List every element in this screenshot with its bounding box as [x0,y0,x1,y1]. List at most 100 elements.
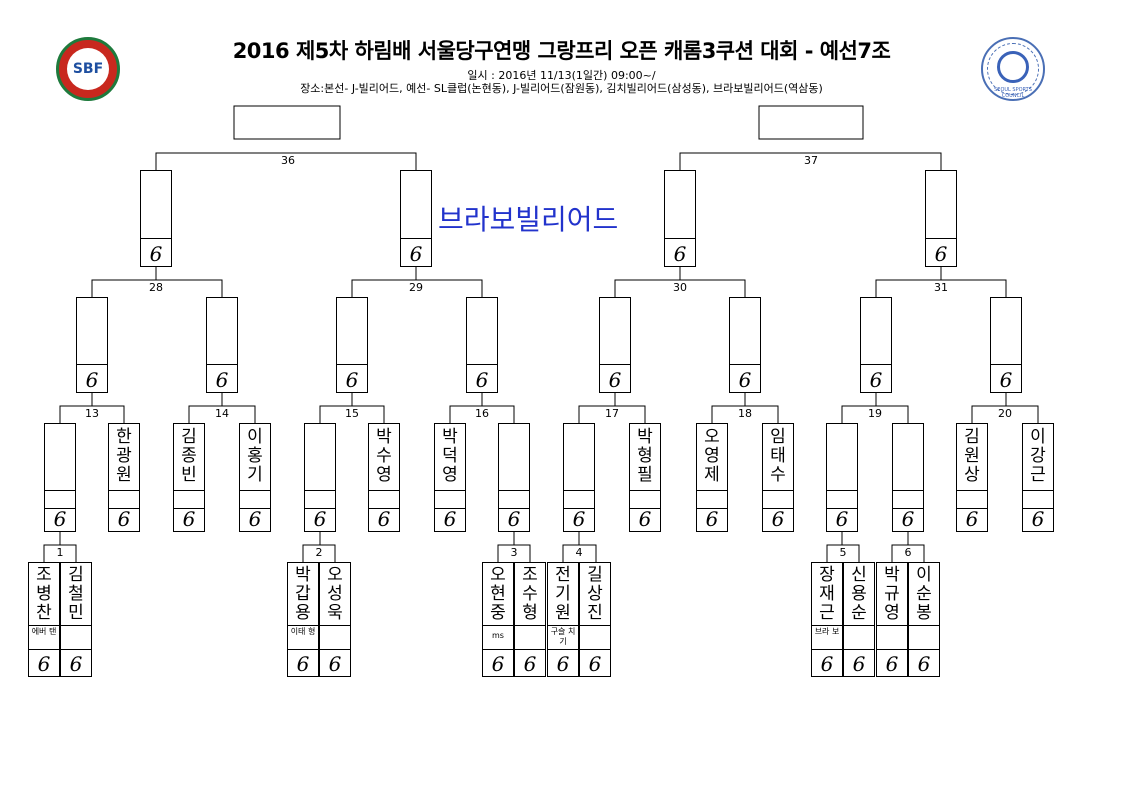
player-slot: 6 [990,297,1022,393]
score-cell: 6 [149,242,163,266]
match-number-1: 1 [56,546,64,559]
match-number-5: 5 [839,546,847,559]
player-slot: 6 [599,297,631,393]
score-cell: 6 [443,507,457,531]
venue-line: 장소:본선- J-빌리어드, 예선- SL클럽(논현동), J-빌리어드(잠원동… [300,82,823,95]
score-cell: 6 [771,507,785,531]
match-number-2: 2 [315,546,323,559]
player-slot: 6 [76,297,108,393]
score-cell: 6 [572,507,586,531]
score-cell: 6 [1031,507,1045,531]
score-cell: 6 [248,507,262,531]
score-cell: 6 [328,652,342,676]
score-cell: 6 [507,507,521,531]
club-note: 이태 형 [290,627,316,636]
club-note: 구슬 치기 [550,627,576,646]
score-cell: 6 [869,368,883,392]
match-number-30: 30 [673,281,687,294]
score-cell: 6 [638,507,652,531]
score-cell: 6 [313,507,327,531]
score-cell: 6 [673,242,687,266]
score-cell: 6 [37,652,51,676]
score-cell: 6 [296,652,310,676]
score-cell: 6 [523,652,537,676]
club-note: 에버 탠 [31,627,57,636]
score-cell: 6 [85,368,99,392]
score-cell: 6 [345,368,359,392]
club-note: 브라 보 [814,627,840,636]
club-note: ms [492,631,504,640]
match-number-17: 17 [605,407,619,420]
score-cell: 6 [117,507,131,531]
sbf-logo: SBF [56,37,120,101]
match-number-36: 36 [281,154,295,167]
match-number-37: 37 [804,154,818,167]
sbf-logo-text: SBF [67,48,109,90]
match-number-18: 18 [738,407,752,420]
player-slot: 6 [925,170,957,267]
score-cell: 6 [556,652,570,676]
score-cell: 6 [409,242,423,266]
score-cell: 6 [53,507,67,531]
player-slot: 6 [304,423,336,532]
score-cell: 6 [588,652,602,676]
match-number-4: 4 [575,546,583,559]
score-cell: 6 [491,652,505,676]
player-slot: 6 [44,423,76,532]
page-title: 2016 제5차 하림배 서울당구연맹 그랑프리 오픈 캐롬3쿠션 대회 - 예… [232,39,891,63]
score-cell: 6 [377,507,391,531]
score-cell: 6 [182,507,196,531]
match-number-14: 14 [215,407,229,420]
score-cell: 6 [917,652,931,676]
match-number-20: 20 [998,407,1012,420]
match-number-15: 15 [345,407,359,420]
player-slot: 6 [860,297,892,393]
player-slot: 6 [563,423,595,532]
match-number-29: 29 [409,281,423,294]
player-slot: 6 [892,423,924,532]
match-number-28: 28 [149,281,163,294]
match-number-13: 13 [85,407,99,420]
seoul-sports-council-logo: SEOUL SPORTS COUNCIL [981,37,1045,101]
score-cell: 6 [69,652,83,676]
score-cell: 6 [901,507,915,531]
player-slot: 6 [140,170,172,267]
player-slot: 6 [826,423,858,532]
player-slot: 6 [729,297,761,393]
logo-ring-icon [987,43,1039,95]
score-cell: 6 [965,507,979,531]
